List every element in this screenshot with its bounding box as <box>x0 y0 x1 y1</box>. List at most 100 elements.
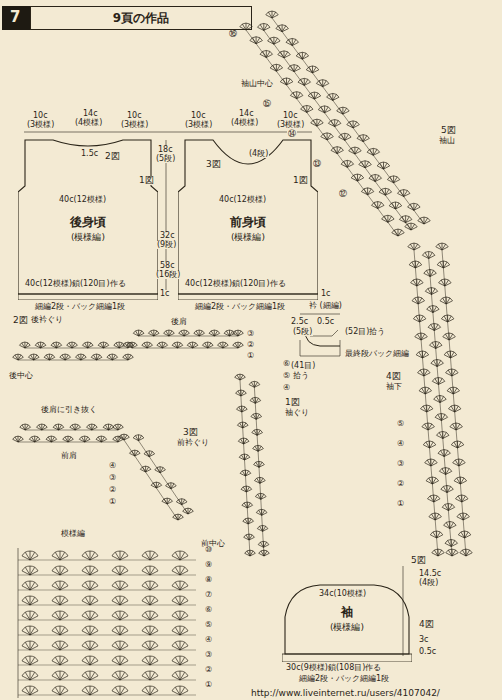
fan-stitch <box>112 671 128 680</box>
fan-stitch <box>22 566 38 575</box>
dimension-label: (4模様) <box>74 119 103 127</box>
row-number: ② <box>396 480 405 488</box>
chain-line <box>124 440 178 520</box>
fan-stitch <box>172 626 188 635</box>
fan-stitch <box>142 641 158 650</box>
fan-stitch <box>142 626 158 635</box>
fan-stitch <box>82 581 98 590</box>
chart-callout: 3図 <box>182 428 199 437</box>
chain-line <box>18 442 118 443</box>
fan-stitch <box>142 611 158 620</box>
fan-stitch <box>112 686 128 695</box>
fan-stitch <box>82 686 98 695</box>
dimension-label: 1c <box>159 290 171 298</box>
stitch-name: (模様編) <box>229 231 267 244</box>
fan-stitch <box>82 596 98 605</box>
fan-stitch <box>172 551 188 560</box>
fan-stitch <box>209 330 220 336</box>
fan-stitch <box>46 436 57 442</box>
fan-stitch <box>142 551 158 560</box>
dimension-label: 衿 (細編) <box>308 302 343 310</box>
dimension-label: 後衿ぐり <box>30 316 64 324</box>
row-number: ⑬ <box>312 160 322 168</box>
page-title: 9頁の作品 <box>30 6 252 30</box>
fan-stitch <box>52 581 68 590</box>
fan-stitch <box>142 671 158 680</box>
dimension-label: 32c <box>159 232 176 240</box>
row-number: ③ <box>204 651 213 659</box>
row-number: ⑫ <box>338 190 348 198</box>
piece-name: 前身頃 <box>228 214 268 231</box>
fan-stitch <box>133 435 144 441</box>
fan-stitch <box>20 424 31 430</box>
fan-stitch <box>82 671 98 680</box>
fan-stitch <box>103 424 114 430</box>
dimension-label: 模様編 <box>60 530 86 538</box>
fan-stitch <box>172 671 188 680</box>
fan-stitch <box>22 656 38 665</box>
dimension-label: (3模様) <box>26 121 55 129</box>
fan-stitch <box>142 596 158 605</box>
fan-stitch <box>82 566 98 575</box>
dimension-label: 14.5c <box>418 570 442 578</box>
chain-line <box>18 575 196 576</box>
fan-stitch <box>52 656 68 665</box>
dimension-label: 袖ぐり <box>284 409 310 417</box>
fan-stitch <box>112 656 128 665</box>
fan-stitch <box>112 551 128 560</box>
fan-stitch <box>107 354 118 360</box>
fan-stitch <box>172 656 188 665</box>
row-number: ④ <box>282 384 291 392</box>
chain-line <box>442 250 466 556</box>
fan-stitch <box>37 424 48 430</box>
fan-stitch <box>22 686 38 695</box>
garment-piece: 後身頃(模様編) <box>18 138 158 300</box>
stitch-symbols <box>13 11 473 698</box>
row-number: ⑤ <box>204 621 213 629</box>
edge-line <box>18 548 19 698</box>
dimension-label: 40c(12模様) <box>58 196 107 204</box>
fan-stitch <box>172 342 183 348</box>
fan-stitch <box>172 641 188 650</box>
fan-stitch <box>422 251 435 258</box>
dimension-label: 細編2段・バック細編1段 <box>194 303 286 311</box>
row-number: ⑤ <box>396 420 405 428</box>
dimension-label: (3模様) <box>276 121 305 129</box>
fan-stitch <box>82 611 98 620</box>
fan-stitch <box>436 243 448 250</box>
dimension-label: (4段) <box>418 579 439 587</box>
garment-piece: 前身頃(模様編) <box>178 138 318 300</box>
dimension-label: (5段) <box>292 328 313 336</box>
dimension-label: 3c <box>418 636 430 644</box>
fan-stitch <box>235 374 246 380</box>
dimension-label: 最終段バック細編 <box>344 350 410 358</box>
ribbing-band <box>282 654 412 662</box>
fan-stitch <box>52 626 68 635</box>
chain-line <box>18 650 196 651</box>
row-number: ⑩ <box>204 546 213 554</box>
fan-stitch <box>119 434 130 440</box>
row-number: ⑥ <box>204 606 213 614</box>
fan-stitch <box>112 596 128 605</box>
fan-stitch <box>13 436 24 442</box>
row-number: ⑮ <box>262 100 272 108</box>
dimension-label: 10c <box>32 112 49 120</box>
row-number: ② <box>108 486 117 494</box>
dimension-label: 14c <box>238 110 255 118</box>
piece-name: 後身頃 <box>68 214 108 231</box>
fan-stitch <box>22 671 38 680</box>
fan-stitch <box>112 581 128 590</box>
row-number: ① <box>246 352 255 360</box>
fan-stitch <box>218 342 229 348</box>
dimension-label: (4模様) <box>230 119 259 127</box>
fan-stitch <box>112 626 128 635</box>
fan-stitch <box>22 641 38 650</box>
dimension-label: 袖山 <box>438 137 456 145</box>
chart-callout: 4図 <box>385 372 402 381</box>
row-number: ⑤ <box>282 372 291 380</box>
chain-line <box>18 590 196 591</box>
fan-stitch <box>53 424 64 430</box>
fan-stitch <box>233 330 244 336</box>
chart-callout: 1図 <box>138 176 155 185</box>
chain-line <box>240 380 250 556</box>
